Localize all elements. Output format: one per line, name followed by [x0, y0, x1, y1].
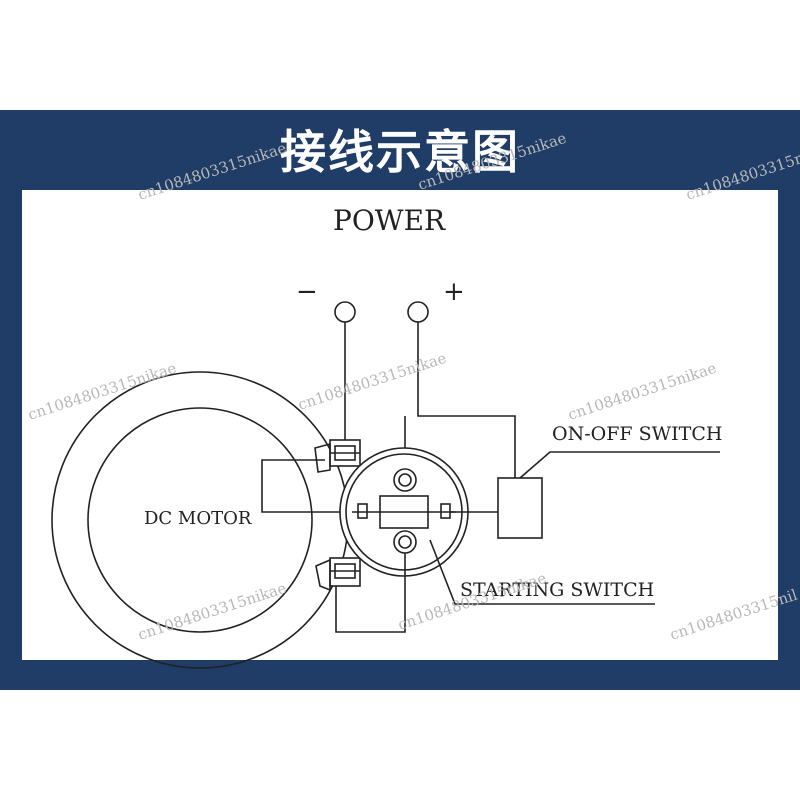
watermark: cn1084803315nikae — [26, 359, 179, 424]
diagram-panel — [22, 190, 778, 660]
watermark: cn1084803315nil — [684, 146, 800, 204]
watermark: cn1084803315nikae — [296, 349, 449, 414]
starting-leader — [429, 539, 655, 605]
starting-switch-label: STARTING SWITCH — [460, 579, 654, 601]
wire-motor-loop — [261, 459, 362, 513]
solenoid-bottom-terminal-inner — [398, 535, 412, 549]
watermark: cn1084803315nikae — [416, 129, 569, 194]
solenoid-left-tab — [357, 503, 368, 519]
on-off-switch-label: ON-OFF SWITCH — [552, 423, 722, 445]
watermark: cn1084803315nil — [668, 586, 800, 644]
motor-inner-ring — [87, 407, 313, 633]
power-terminal-negative — [334, 301, 356, 323]
lower-bolt — [315, 557, 361, 592]
dc-motor-label: DC MOTOR — [144, 508, 252, 529]
wire-motor-return — [335, 553, 406, 633]
watermark: cn1084803315nikae — [566, 359, 719, 424]
power-label: POWER — [333, 204, 446, 237]
watermark: cn1084803315nikae — [136, 139, 289, 204]
minus-label: − — [296, 277, 318, 307]
upper-bolt — [314, 439, 361, 473]
solenoid-top-terminal — [393, 468, 417, 492]
on-off-switch-box — [497, 477, 543, 539]
solenoid-top-terminal-inner — [398, 473, 412, 487]
solenoid-right-tab — [440, 503, 451, 519]
diagram-title: 接线示意图 — [280, 125, 520, 179]
wire-positive — [417, 322, 516, 478]
on-off-leader — [519, 451, 720, 479]
power-terminal-positive — [407, 301, 429, 323]
plus-label: + — [443, 277, 465, 307]
